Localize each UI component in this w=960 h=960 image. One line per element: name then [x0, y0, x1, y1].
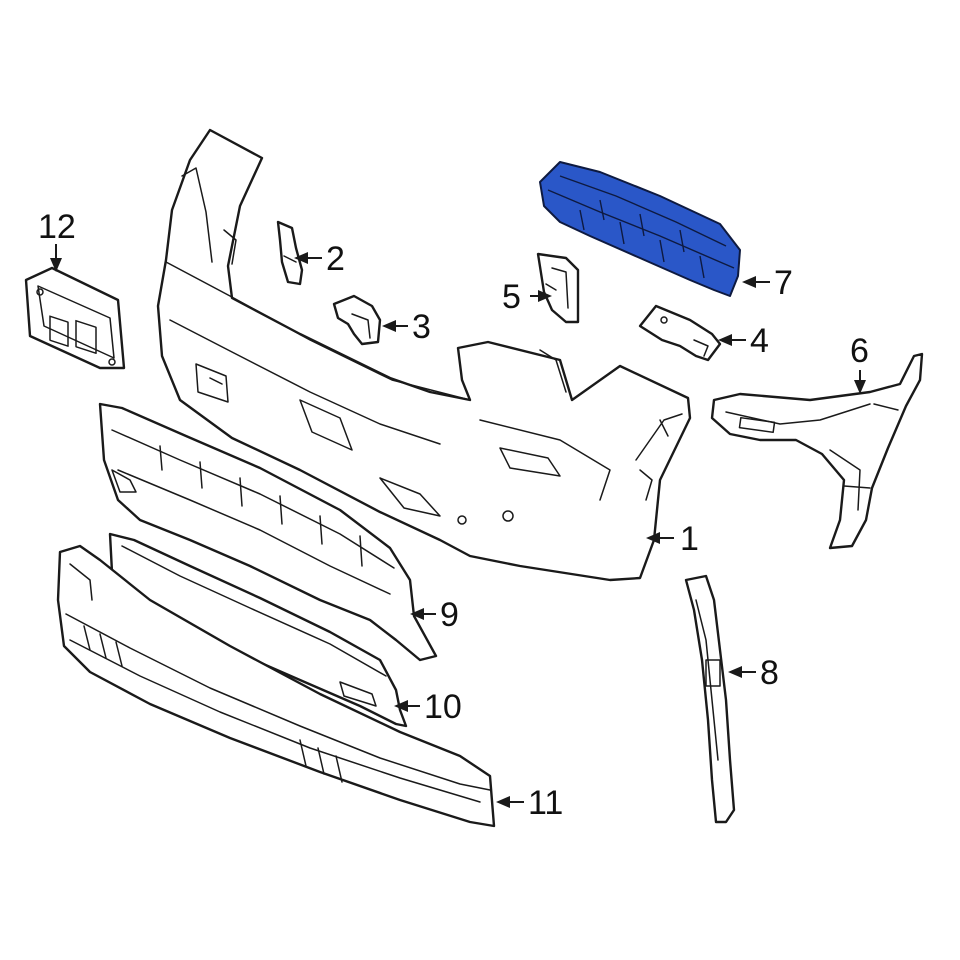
callout-numbers: 12 2 3 5 7 4 6 1 9 8 10 11	[38, 208, 869, 822]
callout-3: 3	[412, 308, 431, 346]
leader-lines	[50, 244, 866, 808]
part-1-bumper-cover	[156, 128, 692, 582]
callout-10: 10	[424, 688, 462, 726]
callout-8: 8	[760, 654, 779, 692]
callout-5: 5	[502, 278, 521, 316]
part-2-bracket	[276, 220, 304, 286]
callout-11: 11	[528, 784, 563, 822]
callout-2: 2	[326, 240, 345, 278]
callout-12: 12	[38, 208, 76, 246]
part-6-side-bracket	[710, 352, 924, 550]
part-7-energy-absorber	[539, 161, 741, 297]
part-12-license-bracket	[24, 266, 126, 370]
part-8-vertical-bracket	[684, 574, 736, 824]
callout-6: 6	[850, 332, 869, 370]
callout-4: 4	[750, 322, 769, 360]
part-9-lower-grille	[98, 402, 438, 662]
callout-7: 7	[774, 264, 793, 302]
part-11-lower-bumper	[56, 544, 496, 828]
callout-1: 1	[680, 520, 699, 558]
callout-9: 9	[440, 596, 459, 634]
part-4-bracket	[638, 304, 722, 362]
part-3-clip	[332, 294, 382, 346]
part-5-side-bracket	[536, 252, 580, 324]
